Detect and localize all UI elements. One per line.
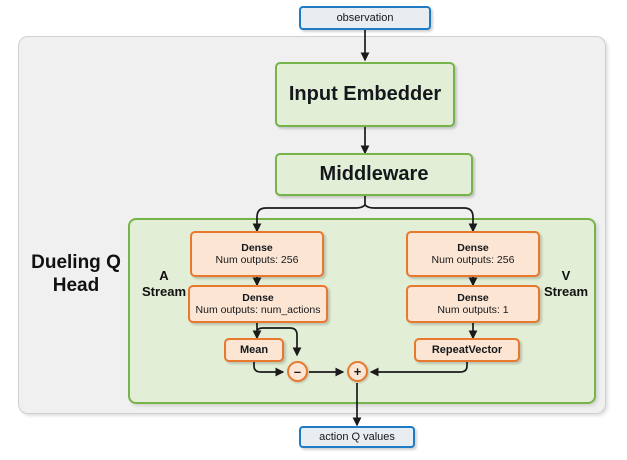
- a-stream-line2: Stream: [141, 283, 187, 299]
- dueling-q-head-label: Dueling Q Head: [28, 252, 124, 298]
- v-dense2-subtitle: Num outputs: 1: [437, 304, 509, 316]
- a-dense1-title: Dense: [241, 241, 273, 254]
- subtract-operator-node[interactable]: –: [287, 361, 308, 382]
- a-dense2-title: Dense: [242, 291, 274, 304]
- v-stream-line2: Stream: [543, 283, 589, 299]
- a-dense2-subtitle: Num outputs: num_actions: [195, 304, 321, 316]
- a-stream-label: A Stream: [140, 268, 188, 299]
- input-embedder-node[interactable]: Input Embedder: [275, 62, 455, 127]
- add-symbol: +: [353, 364, 362, 379]
- a-stream-dense-256-node[interactable]: Dense Num outputs: 256: [190, 231, 324, 277]
- v-stream-dense-1-node[interactable]: Dense Num outputs: 1: [406, 285, 540, 323]
- a-stream-line1: A: [159, 268, 169, 283]
- input-embedder-label: Input Embedder: [288, 82, 442, 105]
- v-dense2-title: Dense: [457, 291, 489, 304]
- middleware-label: Middleware: [319, 162, 429, 185]
- v-stream-dense-256-node[interactable]: Dense Num outputs: 256: [406, 231, 540, 277]
- mean-node[interactable]: Mean: [224, 338, 284, 362]
- a-stream-dense-numactions-node[interactable]: Dense Num outputs: num_actions: [188, 285, 328, 323]
- v-stream-line1: V: [561, 268, 571, 283]
- a-dense1-subtitle: Num outputs: 256: [215, 254, 299, 266]
- dueling-q-head-line1: Dueling Q Head: [31, 252, 121, 296]
- middleware-node[interactable]: Middleware: [275, 153, 473, 196]
- add-operator-node[interactable]: +: [347, 361, 368, 382]
- subtract-symbol: –: [293, 364, 302, 379]
- observation-label: observation: [336, 11, 394, 24]
- v-dense1-subtitle: Num outputs: 256: [431, 254, 515, 266]
- action-q-values-label: action Q values: [319, 430, 395, 443]
- observation-node[interactable]: observation: [299, 6, 431, 30]
- v-dense1-title: Dense: [457, 241, 489, 254]
- repeatvector-node[interactable]: RepeatVector: [414, 338, 520, 362]
- v-stream-label: V Stream: [542, 268, 590, 299]
- action-q-values-node[interactable]: action Q values: [299, 426, 415, 448]
- mean-label: Mean: [239, 343, 269, 356]
- repeatvector-label: RepeatVector: [431, 343, 503, 356]
